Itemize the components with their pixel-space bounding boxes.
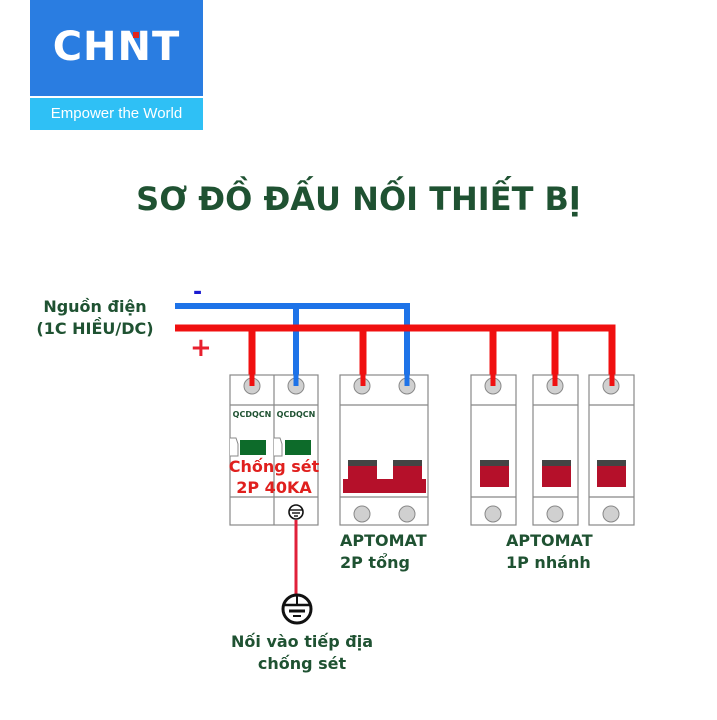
main-breaker-label-line1: APTOMAT bbox=[340, 531, 427, 550]
spd-pole-label-2: QCDQCN bbox=[276, 410, 316, 419]
logo-red-dot bbox=[133, 32, 139, 38]
power-source-line2: (1C HIỀU/DC) bbox=[36, 319, 154, 338]
power-source-label: Nguồn điện (1C HIỀU/DC) bbox=[20, 296, 170, 340]
spd-label-line1: Chống sét bbox=[228, 457, 320, 476]
branch-breaker-label: APTOMAT 1P nhánh bbox=[506, 530, 593, 574]
positive-sign: + bbox=[190, 333, 212, 363]
logo-slogan: Empower the World bbox=[50, 105, 183, 122]
ground-label: Nối vào tiếp địa chống sét bbox=[217, 631, 387, 675]
page-title: SƠ ĐỒ ĐẤU NỐI THIẾT BỊ bbox=[136, 180, 581, 218]
branch-breaker-2 bbox=[532, 370, 579, 526]
chint-logo: CHNT Empower the World bbox=[30, 0, 203, 130]
power-source-line1: Nguồn điện bbox=[43, 297, 147, 316]
logo-brand-panel: CHNT bbox=[30, 0, 203, 96]
branch-breaker-3 bbox=[588, 370, 635, 526]
logo-brand-text: CHNT bbox=[52, 24, 181, 70]
negative-sign: - bbox=[193, 280, 203, 305]
surge-protector-2p bbox=[229, 370, 319, 526]
ground-label-line2: chống sét bbox=[257, 654, 347, 673]
branch-breaker-label-line2: 1P nhánh bbox=[506, 553, 591, 572]
logo-slogan-panel: Empower the World bbox=[30, 98, 203, 130]
main-breaker-label-line2: 2P tổng bbox=[340, 553, 410, 572]
main-breaker-label: APTOMAT 2P tổng bbox=[340, 530, 427, 574]
spd-label-line2: 2P 40KA bbox=[236, 478, 312, 497]
ground-label-line1: Nối vào tiếp địa bbox=[231, 632, 373, 651]
negative-bus-wire bbox=[175, 303, 410, 385]
branch-breaker-label-line1: APTOMAT bbox=[506, 531, 593, 550]
ground-symbol-icon bbox=[281, 593, 313, 625]
ground-symbol-small-icon bbox=[288, 504, 304, 520]
spd-pole-label-1: QCDQCN bbox=[232, 410, 272, 419]
spd-label: Chống sét 2P 40KA bbox=[224, 456, 324, 498]
main-breaker-2p bbox=[339, 370, 429, 526]
branch-breaker-1 bbox=[470, 370, 517, 526]
